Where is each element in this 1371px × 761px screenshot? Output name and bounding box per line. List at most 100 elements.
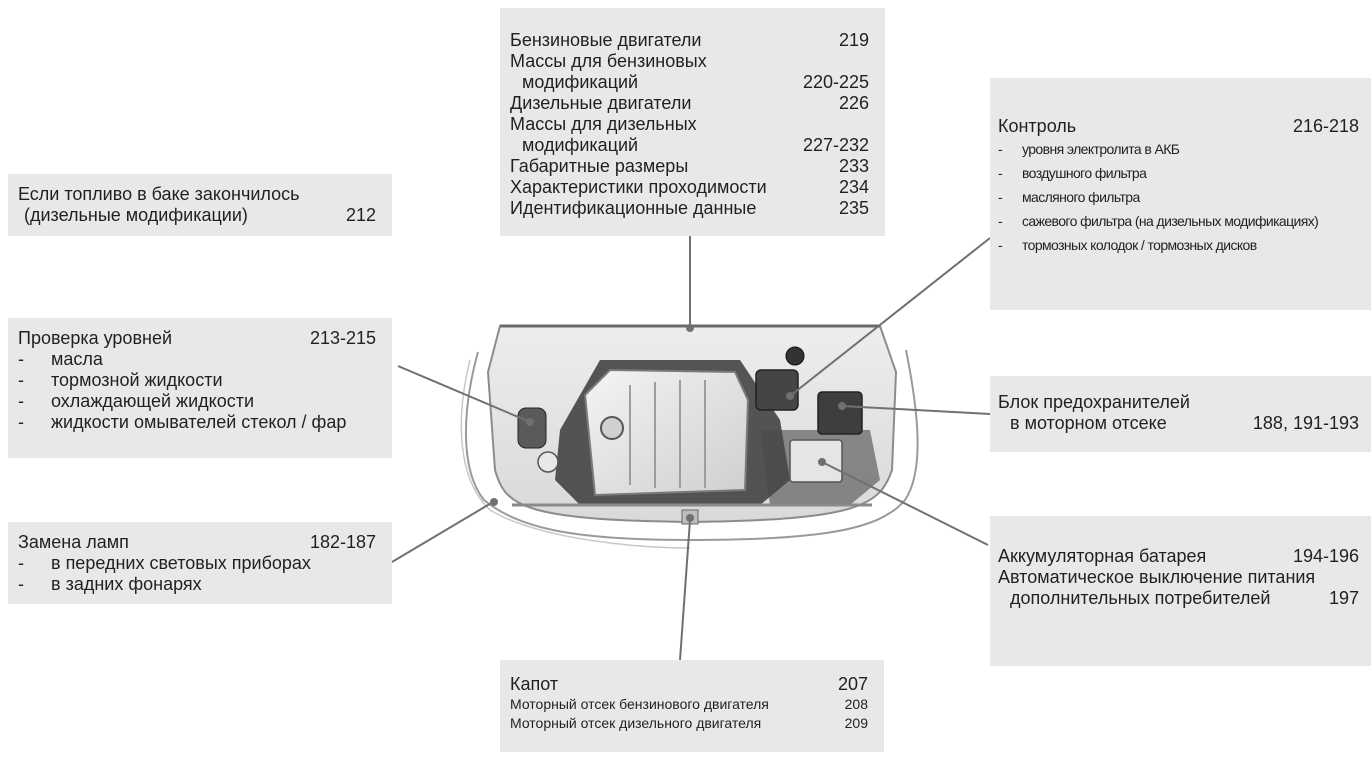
oil-filler-cap (600, 416, 624, 440)
dash-marker: - (18, 391, 24, 411)
leader-line-fuses (841, 405, 991, 415)
technical-row-page: 234 (838, 177, 869, 197)
battery-box: Аккумуляторная батарея 194-196 Автоматич… (990, 516, 1371, 666)
technical-row-page: 233 (838, 156, 869, 176)
control-item-text: уровня электролита в АКБ (1022, 141, 1180, 157)
lamp-replacement-box: Замена ламп 182-187 - в передних световы… (8, 522, 392, 604)
leader-line-hood (679, 519, 691, 661)
hood-row-text: Моторный отсек дизельного двигателя (510, 715, 762, 731)
reservoir-left (517, 407, 547, 449)
levels-page: 213-215 (309, 328, 376, 348)
technical-row-page: 220-225 (802, 72, 869, 92)
fuse-box-shape (817, 391, 863, 435)
fuses-line-2: в моторном отсеке 188, 191-193 (998, 413, 1359, 434)
technical-row: Габаритные размеры 233 (510, 156, 869, 177)
technical-row-text: Идентификационные данные (510, 198, 757, 218)
leader-dot-battery (818, 458, 826, 466)
technical-row-page: 226 (838, 93, 869, 113)
levels-item: - тормозной жидкости (18, 370, 376, 391)
technical-row-text: Дизельные двигатели (510, 93, 692, 113)
hood-row-text: Моторный отсек бензинового двигателя (510, 696, 769, 712)
dash-marker: - (18, 553, 24, 573)
levels-item-text: тормозной жидкости (51, 370, 223, 390)
battery-page-1: 194-196 (1292, 546, 1359, 566)
lamps-item: - в задних фонарях (18, 574, 376, 595)
technical-row: Массы для бензиновых (510, 51, 869, 72)
control-title: Контроль (998, 116, 1077, 136)
dash-marker: - (18, 349, 24, 369)
lamps-title-row: Замена ламп 182-187 (18, 532, 376, 553)
battery-line-3: дополнительных потребителей 197 (998, 588, 1359, 609)
control-box: Контроль 216-218 - уровня электролита в … (990, 78, 1371, 310)
control-item-text: сажевого фильтра (на дизельных модификац… (1022, 213, 1319, 229)
lamps-item-text: в передних световых приборах (51, 553, 311, 573)
hood-row: Моторный отсек дизельного двигателя 209 (510, 714, 868, 733)
battery-line-2: Автоматическое выключение питания (998, 567, 1359, 588)
battery-shape (789, 439, 843, 483)
levels-item: - жидкости омывателей стекол / фар (18, 412, 376, 433)
leader-line-battery (821, 461, 989, 546)
dash-marker: - (18, 370, 24, 390)
leader-dot-technical (686, 324, 694, 332)
technical-row: Характеристики проходимости 234 (510, 177, 869, 198)
lamps-item: - в передних световых приборах (18, 553, 376, 574)
technical-row-text: Массы для дизельных (510, 114, 697, 134)
leader-dot-lamps (490, 498, 498, 506)
control-item-text: тормозных колодок / тормозных дисков (1022, 237, 1257, 253)
fuses-line-2-text: в моторном отсеке (1010, 413, 1167, 433)
control-item-text: масляного фильтра (1022, 189, 1140, 205)
hood-row: Моторный отсек бензинового двигателя 208 (510, 695, 868, 714)
levels-item-text: жидкости омывателей стекол / фар (51, 412, 347, 432)
levels-item: - масла (18, 349, 376, 370)
levels-item-text: масла (51, 349, 103, 369)
battery-line-3-text: дополнительных потребителей (1010, 588, 1271, 608)
control-item: - уровня электролита в АКБ (998, 137, 1359, 161)
technical-row-text: модификаций (522, 135, 639, 155)
dash-marker: - (18, 574, 24, 594)
engine-cover (583, 368, 750, 497)
technical-row: Дизельные двигатели 226 (510, 93, 869, 114)
hood-row: Капот 207 (510, 674, 868, 695)
control-item: - сажевого фильтра (на дизельных модифик… (998, 209, 1359, 233)
technical-row-text: Массы для бензиновых (510, 51, 707, 71)
fuel-line-1: Если топливо в баке закончилось (18, 184, 376, 205)
levels-check-box: Проверка уровней 213-215 - масла - тормо… (8, 318, 392, 458)
control-item: - воздушного фильтра (998, 161, 1359, 185)
fuses-line-1-text: Блок предохранителей (998, 392, 1190, 412)
leader-line-lamps (391, 501, 494, 563)
hood-row-text: Капот (510, 674, 559, 694)
technical-row-page: 227-232 (802, 135, 869, 155)
leader-lines (391, 236, 991, 661)
technical-row: модификаций 227-232 (510, 135, 869, 156)
levels-title: Проверка уровней (18, 328, 173, 348)
battery-line-2-text: Автоматическое выключение питания (998, 567, 1316, 587)
fuses-line-1: Блок предохранителей (998, 392, 1359, 413)
levels-item: - охлаждающей жидкости (18, 391, 376, 412)
dash-marker: - (18, 412, 24, 432)
technical-row-text: Характеристики проходимости (510, 177, 767, 197)
leader-dot-fuses (838, 402, 846, 410)
technical-row: Идентификационные данные 235 (510, 198, 869, 219)
battery-page-3: 197 (1328, 588, 1359, 608)
filler-cap-right (785, 346, 805, 366)
battery-line-1-text: Аккумуляторная батарея (998, 546, 1207, 566)
levels-item-text: охлаждающей жидкости (51, 391, 255, 411)
lamps-page: 182-187 (309, 532, 376, 552)
technical-row: Бензиновые двигатели 219 (510, 30, 869, 51)
leader-dots (490, 324, 846, 522)
technical-data-box: Бензиновые двигатели 219 Массы для бензи… (500, 8, 885, 236)
front-bumper-inner (460, 359, 691, 549)
fuel-line-2: (дизельные модификации) 212 (18, 205, 376, 226)
technical-row-text: Габаритные размеры (510, 156, 689, 176)
hood-row-page: 207 (837, 674, 868, 694)
fuel-page: 212 (345, 205, 376, 225)
lamps-title: Замена ламп (18, 532, 129, 552)
fuel-line-1-text: Если топливо в баке закончилось (18, 184, 300, 204)
control-title-row: Контроль 216-218 (998, 116, 1359, 137)
air-filter-shape (755, 369, 799, 411)
leader-line-control (789, 237, 991, 397)
dash-marker: - (998, 141, 1003, 157)
levels-title-row: Проверка уровней 213-215 (18, 328, 376, 349)
